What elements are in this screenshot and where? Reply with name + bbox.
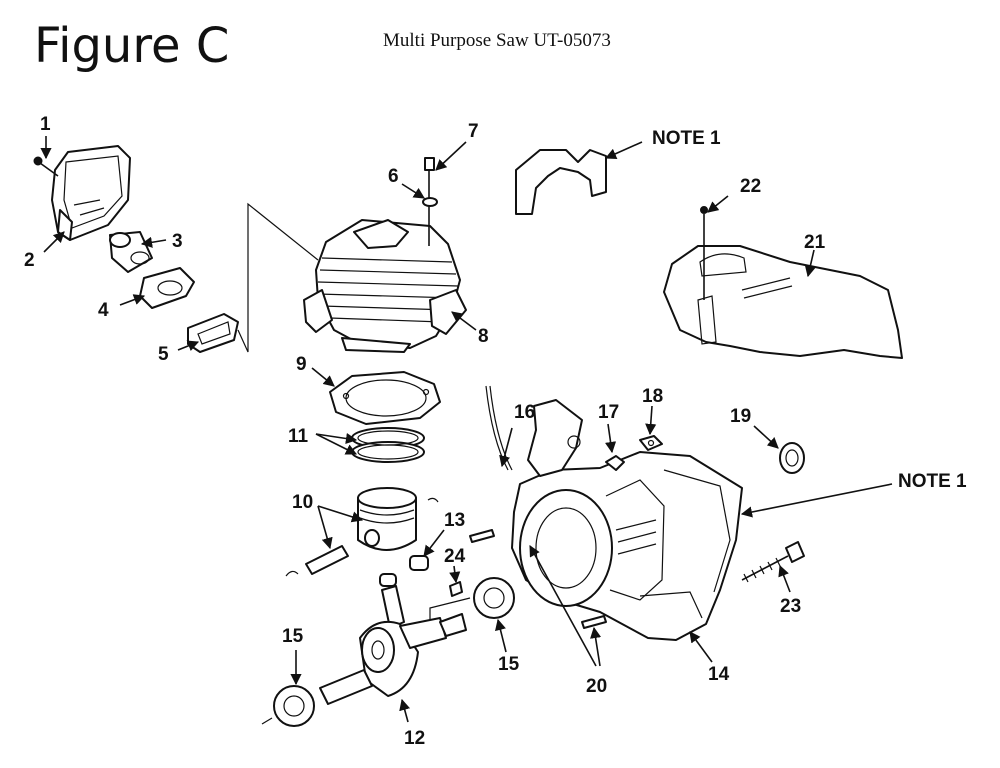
cylinder-part — [303, 219, 467, 353]
part-label-6: 6 — [388, 166, 399, 187]
part-label-14: 14 — [708, 664, 730, 685]
figure-title: Figure C — [34, 18, 230, 74]
part-label-17: 17 — [598, 402, 619, 423]
figure-subtitle: Multi Purpose Saw UT-05073 — [383, 30, 611, 51]
part-label-3: 3 — [172, 231, 183, 252]
crankcase-part — [485, 385, 743, 641]
cover-screw-part — [700, 206, 708, 300]
part-label-18: 18 — [642, 386, 663, 407]
dowel-pin-part — [469, 529, 607, 629]
part-label-20: 20 — [586, 676, 607, 697]
cylinder-gasket-part — [329, 371, 441, 425]
part-label-22: 22 — [740, 176, 761, 197]
bracket-part — [515, 149, 607, 215]
crankcase-bolt-part — [741, 541, 805, 583]
part-label-5: 5 — [158, 344, 169, 365]
screw-1-part — [33, 156, 59, 177]
note-label-top: NOTE 1 — [652, 128, 721, 149]
part-label-11: 11 — [288, 426, 309, 447]
square-nut-part — [639, 435, 663, 451]
part-label-15-right: 15 — [498, 654, 520, 675]
muffler-plate-part — [139, 267, 195, 309]
piston-part — [357, 487, 417, 551]
part-label-4: 4 — [98, 300, 109, 321]
woodruff-key-part — [449, 581, 463, 597]
nut-part — [605, 455, 625, 471]
part-label-12: 12 — [404, 728, 425, 749]
needle-bearing-part — [379, 555, 429, 587]
crankshaft-part — [319, 585, 467, 705]
piston-rings-part — [351, 427, 425, 463]
muffler-gasket-part — [187, 313, 239, 353]
part-label-24: 24 — [444, 546, 466, 567]
piston-pin-part — [285, 545, 349, 577]
part-label-1: 1 — [40, 114, 51, 135]
part-label-23: 23 — [780, 596, 801, 617]
part-label-16: 16 — [514, 402, 535, 423]
part-label-2: 2 — [24, 250, 35, 271]
crank-bearing-right-part — [473, 577, 515, 619]
part-label-7: 7 — [468, 121, 479, 142]
part-label-9: 9 — [296, 354, 307, 375]
part-label-10: 10 — [292, 492, 313, 513]
part-label-13: 13 — [444, 510, 465, 531]
part-label-15-left: 15 — [282, 626, 304, 647]
part-label-19: 19 — [730, 406, 751, 427]
cylinder-bolt-part — [424, 157, 435, 246]
muffler-cover-part — [51, 145, 131, 241]
washer-part — [422, 197, 438, 207]
crank-bearing-left-part — [261, 685, 315, 727]
part-label-21: 21 — [804, 232, 826, 253]
oil-seal-part — [779, 442, 805, 474]
part-label-8: 8 — [478, 326, 489, 347]
spark-arrestor-part — [109, 231, 153, 273]
note-label-right: NOTE 1 — [898, 471, 967, 492]
top-cover-part — [663, 245, 903, 359]
